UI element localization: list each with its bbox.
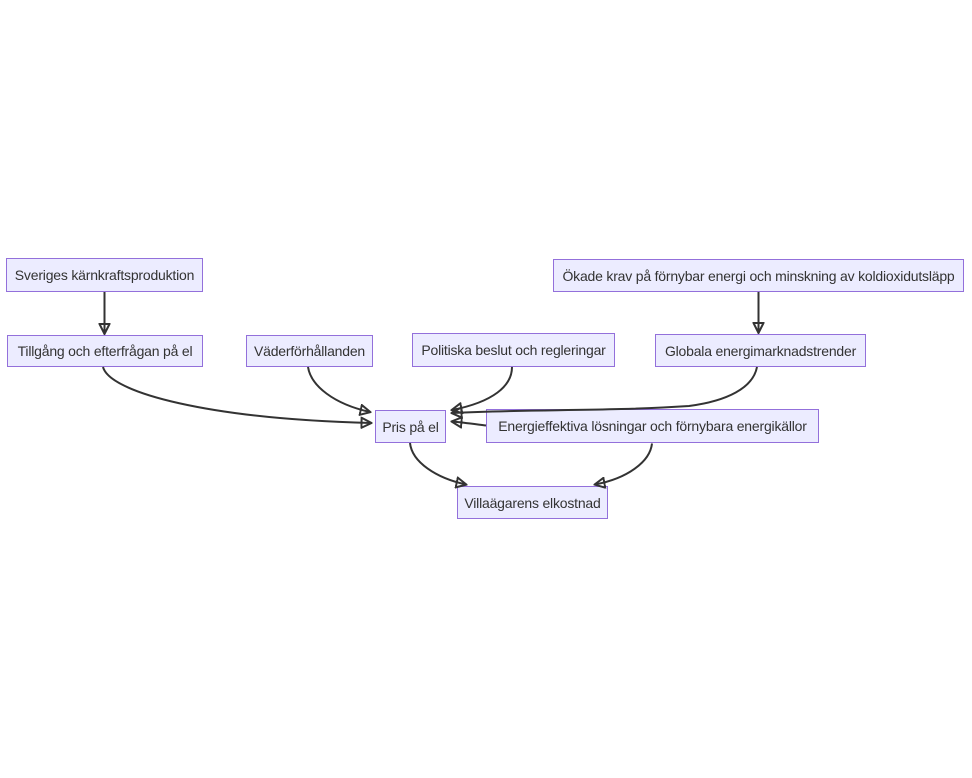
node-vaderforhallanden: Väderförhållanden [246, 335, 373, 367]
edge-politiska-to-pris [452, 366, 513, 410]
edge-tillgang-to-pris [102, 366, 371, 423]
node-label: Väderförhållanden [253, 343, 366, 359]
node-globala-energimarknadstrender: Globala energimarknadstrender [655, 334, 866, 367]
node-label: Globala energimarknadstrender [664, 342, 857, 359]
node-okade-krav-fornybar-energi: Ökade krav på förnybar energi och minskn… [553, 259, 964, 292]
node-tillgang-och-efterfragan: Tillgång och efterfrågan på el [7, 335, 203, 367]
node-label: Villaägarens elkostnad [464, 494, 601, 511]
edge-energieffektiva-to-villaagarens [595, 443, 653, 485]
node-energieffektiva-losningar: Energieffektiva lösningar och förnybara … [486, 409, 819, 443]
node-pris-pa-el: Pris på el [375, 410, 446, 443]
node-label: Sveriges kärnkraftsproduktion [14, 267, 195, 283]
node-politiska-beslut: Politiska beslut och regleringar [412, 333, 615, 367]
node-sveriges-karnkraftsproduktion: Sveriges kärnkraftsproduktion [6, 258, 203, 292]
edge-pris-to-villaagarens [409, 442, 466, 485]
node-label: Pris på el [382, 418, 439, 435]
node-label: Politiska beslut och regleringar [421, 342, 606, 358]
node-label: Ökade krav på förnybar energi och minskn… [562, 267, 955, 284]
node-label: Energieffektiva lösningar och förnybara … [498, 418, 807, 434]
edge-vader-to-pris [307, 366, 370, 412]
edge-globala-to-pris [452, 366, 758, 413]
edge-energieffektiva-to-pris [452, 422, 487, 426]
node-label: Tillgång och efterfrågan på el [17, 343, 193, 359]
node-villaagarens-elkostnad: Villaägarens elkostnad [457, 486, 608, 519]
